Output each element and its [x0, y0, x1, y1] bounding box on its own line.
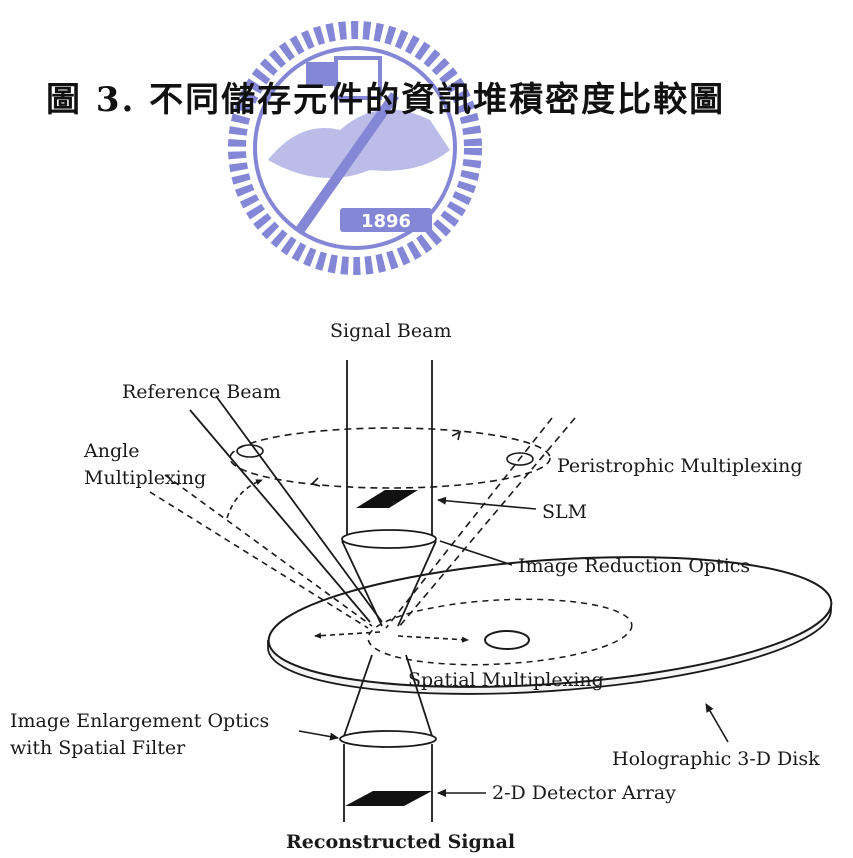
reference-beam: [189, 395, 383, 623]
holographic-disk: [267, 556, 833, 695]
label-enlargement-2: with Spatial Filter: [10, 737, 186, 759]
peristrophic-beams-dashed: [385, 417, 576, 629]
slm-panel: [356, 490, 418, 508]
label-holographic-disk: Holographic 3-D Disk: [612, 748, 820, 770]
label-signal-beam: Signal Beam: [330, 320, 452, 342]
label-enlargement-1: Image Enlargement Optics: [10, 710, 269, 732]
enlargement-optics: [339, 654, 437, 822]
label-slm: SLM: [542, 501, 587, 523]
label-angle-1: Angle: [83, 440, 139, 462]
label-image-reduction: Image Reduction Optics: [518, 555, 750, 577]
label-spatial-multiplexing: Spatial Multiplexing: [408, 669, 604, 691]
seal-year: 1896: [361, 211, 411, 232]
label-detector-array: 2-D Detector Array: [492, 782, 676, 804]
university-seal-watermark: 1896: [228, 21, 482, 275]
pointer-arrows: [298, 496, 729, 797]
label-reference-beam: Reference Beam: [122, 381, 281, 403]
label-angle-2: Multiplexing: [84, 467, 206, 489]
angle-beams-dashed: [149, 474, 373, 629]
peristrophic-ring: [229, 427, 551, 489]
angle-multiplexing-arrow: [226, 479, 263, 519]
detector-array-panel: [345, 791, 432, 806]
image-reduction-optics: [341, 529, 437, 627]
signal-beam-lines: [346, 360, 433, 537]
figure-caption: 圖 3. 不同儲存元件的資訊堆積密度比較圖: [46, 80, 726, 120]
label-reconstructed-signal: Reconstructed Signal: [286, 831, 515, 853]
label-peristrophic: Peristrophic Multiplexing: [557, 455, 803, 477]
